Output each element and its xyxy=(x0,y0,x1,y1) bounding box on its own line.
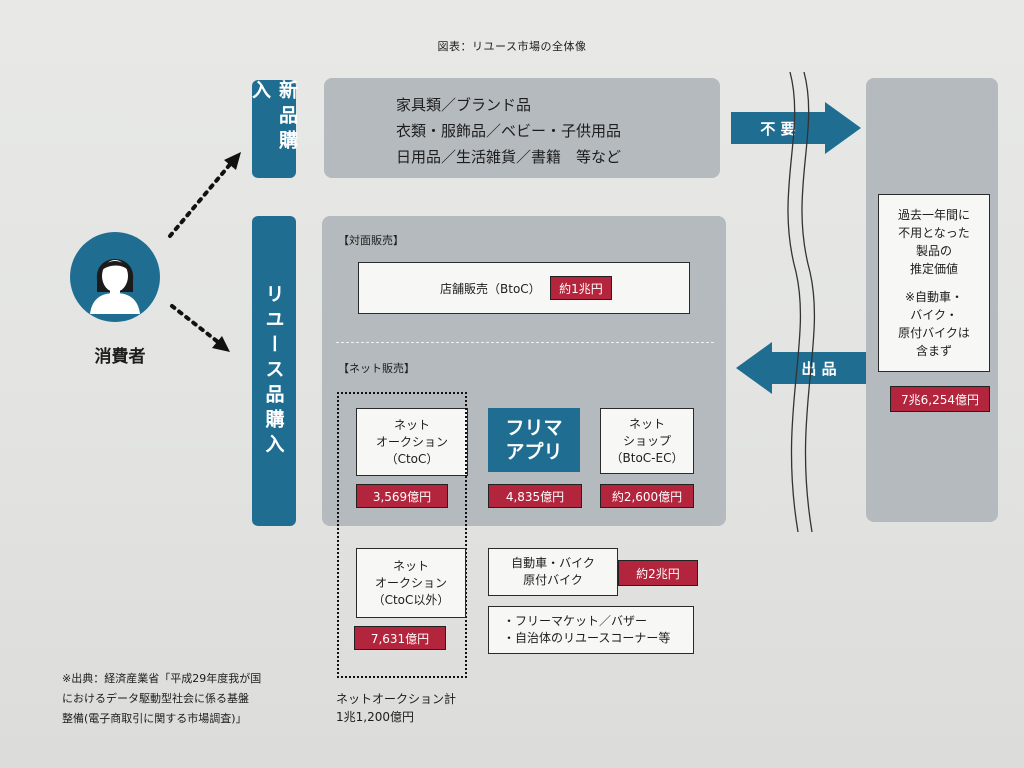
flea-market-line-1: ・フリーマケット／バザー xyxy=(503,614,648,628)
section-divider xyxy=(336,342,714,343)
source-line-2: におけるデータ駆動型社会に係る基盤 xyxy=(62,692,249,705)
unused-note-1: ※自動車・ xyxy=(904,290,964,304)
auction-ctoc-value: 3,569億円 xyxy=(356,484,448,508)
flea-market-line-2: ・自治体のリユースコーナー等 xyxy=(503,631,671,645)
auction-other-value: 7,631億円 xyxy=(354,626,446,650)
auction-other-line-1: ネット xyxy=(392,558,429,573)
person-icon xyxy=(70,232,160,322)
wavy-separator xyxy=(787,72,816,532)
flea-app-box: フリマ アプリ xyxy=(488,408,580,472)
auto-box: 自動車・バイク 原付バイク xyxy=(488,548,618,596)
unneeded-arrow xyxy=(731,102,861,154)
reuse-purchase-bar: リユース品購入 xyxy=(252,216,296,526)
net-shop-box: ネット ショップ （BtoC-EC） xyxy=(600,408,694,474)
net-shop-line-2: ショップ xyxy=(622,433,671,448)
unused-note-4: 含まず xyxy=(915,344,952,358)
auction-other-box: ネット オークション （CtoC以外） xyxy=(356,548,466,618)
net-shop-value: 約2,600億円 xyxy=(600,484,694,508)
auction-other-line-2: オークション xyxy=(374,575,447,590)
auction-other-line-3: （CtoC以外） xyxy=(372,592,450,607)
auction-total-line-1: ネットオークション計 xyxy=(336,692,457,706)
auction-dotted-enclosure xyxy=(337,392,467,678)
consumer-avatar xyxy=(70,232,160,322)
online-section-label: 【ネット販売】 xyxy=(338,362,415,375)
auto-line-2: 原付バイク xyxy=(523,573,583,587)
new-goods-panel: 家具類／ブランド品 衣類・服飾品／ベビー・子供用品 日用品／生活雑貨／書籍 等な… xyxy=(324,78,720,178)
store-sales-box xyxy=(358,262,690,314)
listing-arrow xyxy=(736,342,866,394)
source-line-3: 整備(電子商取引に関する市場調査)」 xyxy=(62,712,247,725)
new-goods-line-3: 日用品／生活雑貨／書籍 等など xyxy=(396,148,622,166)
net-shop-line-3: （BtoC-EC） xyxy=(610,450,684,465)
auto-line-1: 自動車・バイク xyxy=(511,556,595,570)
new-purchase-bar: 新品購入 xyxy=(249,80,298,178)
unused-note-2: バイク・ xyxy=(910,308,958,322)
unused-line-4: 推定価値 xyxy=(909,262,958,276)
unneeded-label: 不 要 xyxy=(760,120,796,138)
flea-market-box: ・フリーマケット／バザー ・自治体のリユースコーナー等 xyxy=(488,606,694,654)
flea-app-line-2: アプリ xyxy=(505,441,563,463)
new-goods-line-2: 衣類・服飾品／ベビー・子供用品 xyxy=(396,122,622,140)
flea-app-line-1: フリマ xyxy=(505,417,563,439)
unused-value-box: 過去一年間に 不用となった 製品の 推定価値 ※自動車・ バイク・ 原付バイクは… xyxy=(878,194,990,372)
unused-note-3: 原付バイクは xyxy=(898,326,970,340)
auction-ctoc-line-2: オークション xyxy=(375,434,448,449)
unused-line-2: 不用となった xyxy=(898,226,970,240)
new-goods-line-1: 家具類／ブランド品 xyxy=(396,96,532,114)
figure-title: 図表：リユース市場の全体像 xyxy=(437,40,587,53)
auto-value: 約2兆円 xyxy=(618,560,698,586)
auction-ctoc-line-3: （CtoC） xyxy=(385,451,439,466)
net-shop-line-1: ネット xyxy=(628,416,665,431)
reuse-panel: 【対面販売】 店舗販売（BtoC） 約1兆円 【ネット販売】 ネット オークショ… xyxy=(322,216,726,526)
unused-value-amount: 7兆6,254億円 xyxy=(890,386,990,412)
auction-ctoc-box: ネット オークション （CtoC） xyxy=(356,408,468,476)
consumer-label: 消費者 xyxy=(94,347,146,367)
flea-app-value: 4,835億円 xyxy=(488,484,582,508)
face-to-face-section-label: 【対面販売】 xyxy=(338,234,404,247)
auction-total-line-2: 1兆1,200億円 xyxy=(336,710,414,724)
source-line-1: ※出典：経済産業省「平成29年度我が国 xyxy=(62,672,262,685)
store-sales-label: 店舗販売（BtoC） xyxy=(440,282,541,296)
unused-line-1: 過去一年間に xyxy=(897,208,970,222)
auction-ctoc-line-1: ネット xyxy=(393,417,430,432)
store-sales-value: 約1兆円 xyxy=(550,276,612,300)
unused-line-3: 製品の xyxy=(915,244,952,258)
